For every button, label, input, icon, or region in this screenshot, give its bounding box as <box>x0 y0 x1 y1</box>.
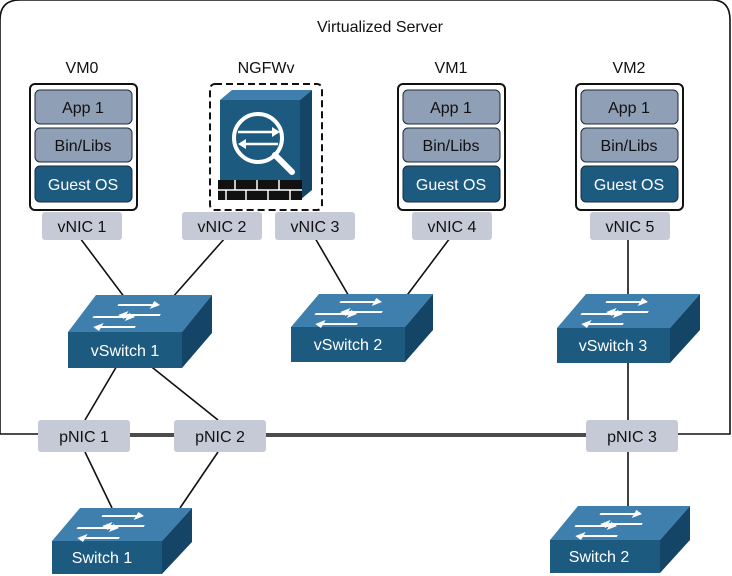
pnic-1-label: pNIC 1 <box>59 429 109 446</box>
switch-2: Switch 2 <box>550 506 690 573</box>
vm1-app-layer <box>402 89 501 125</box>
switch-2-label: Switch 2 <box>569 549 630 566</box>
link-vnic3-vswitch2 <box>314 237 351 299</box>
vnic-3: vNIC 3 <box>275 212 355 240</box>
vm1-os-label: Guest OS <box>416 177 486 194</box>
vm0-label: VM0 <box>66 60 99 77</box>
vnic-4-label: vNIC 4 <box>428 219 477 236</box>
pnic-2-label: pNIC 2 <box>195 429 245 446</box>
link-pnic2-switch1 <box>179 451 219 509</box>
vswitch-2: vSwitch 2 <box>291 294 433 362</box>
vm2-bins-label: Bin/Libs <box>601 138 658 155</box>
vm2-app-label: App 1 <box>608 100 650 117</box>
vm1-app-label: App 1 <box>430 100 472 117</box>
connections <box>79 237 629 509</box>
link-vswitch1-pnic2 <box>147 363 219 421</box>
vm1-bins-label: Bin/Libs <box>423 138 480 155</box>
link-vnic1-vswitch1 <box>79 237 126 299</box>
vm0-os-layer <box>34 165 133 203</box>
pnic-3-label: pNIC 3 <box>607 429 657 446</box>
switch-1-label: Switch 1 <box>72 550 133 567</box>
link-vnic4-vswitch2 <box>404 237 451 299</box>
vnic-2: vNIC 2 <box>182 212 262 240</box>
vm1-os-layer <box>402 165 501 203</box>
vnic-3-label: vNIC 3 <box>291 219 340 236</box>
vm2-os-layer <box>580 165 679 203</box>
vswitch-1: vSwitch 1 <box>68 295 212 368</box>
ngfwv-brick-wall <box>218 180 302 200</box>
link-vnic2-vswitch1 <box>171 237 226 299</box>
link-vswitch1-pnic1 <box>84 363 119 421</box>
pnic-2: pNIC 2 <box>174 420 266 452</box>
vm0-app-label: App 1 <box>62 100 104 117</box>
vm2-bins-layer <box>580 127 679 163</box>
vnic-1-label: vNIC 1 <box>58 219 107 236</box>
vswitch-3-label: vSwitch 3 <box>579 338 648 355</box>
ngfwv-label: NGFWv <box>238 60 295 77</box>
vm0-os-label: Guest OS <box>48 177 118 194</box>
vnic-2-label: vNIC 2 <box>198 219 247 236</box>
vswitch-3: vSwitch 3 <box>557 294 700 363</box>
vm1: VM1 App 1 Bin/Libs Guest OS <box>397 60 506 211</box>
vm0-app-layer <box>34 89 133 125</box>
vm1-bins-layer <box>402 127 501 163</box>
link-pnic1-switch1 <box>84 451 113 509</box>
pnic-1: pNIC 1 <box>38 420 130 452</box>
switch-1: Switch 1 <box>52 508 192 574</box>
vnic-4: vNIC 4 <box>412 212 492 240</box>
vnic-1: vNIC 1 <box>42 212 122 240</box>
vm0: VM0 App 1 Bin/Libs Guest OS <box>29 60 138 211</box>
vnic-5-label: vNIC 5 <box>606 219 655 236</box>
vm2-label: VM2 <box>613 60 646 77</box>
server-boundary <box>0 0 731 435</box>
vm2: VM2 App 1 Bin/Libs Guest OS <box>575 60 684 211</box>
magnifier-icon <box>232 112 295 175</box>
vswitch-1-label: vSwitch 1 <box>91 343 160 360</box>
vm0-bins-label: Bin/Libs <box>55 138 112 155</box>
server-title: Virtualized Server <box>317 19 444 36</box>
vm1-label: VM1 <box>435 60 468 77</box>
ngfwv-device-top <box>220 90 312 100</box>
vnic-5: vNIC 5 <box>590 212 670 240</box>
vm0-bins-layer <box>34 127 133 163</box>
pnic-3: pNIC 3 <box>586 420 678 452</box>
vm2-os-label: Guest OS <box>594 177 664 194</box>
ngfwv: NGFWv <box>209 60 323 211</box>
vswitch-2-label: vSwitch 2 <box>314 337 383 354</box>
ngfwv-device-side <box>300 90 312 200</box>
vm2-app-layer <box>580 89 679 125</box>
